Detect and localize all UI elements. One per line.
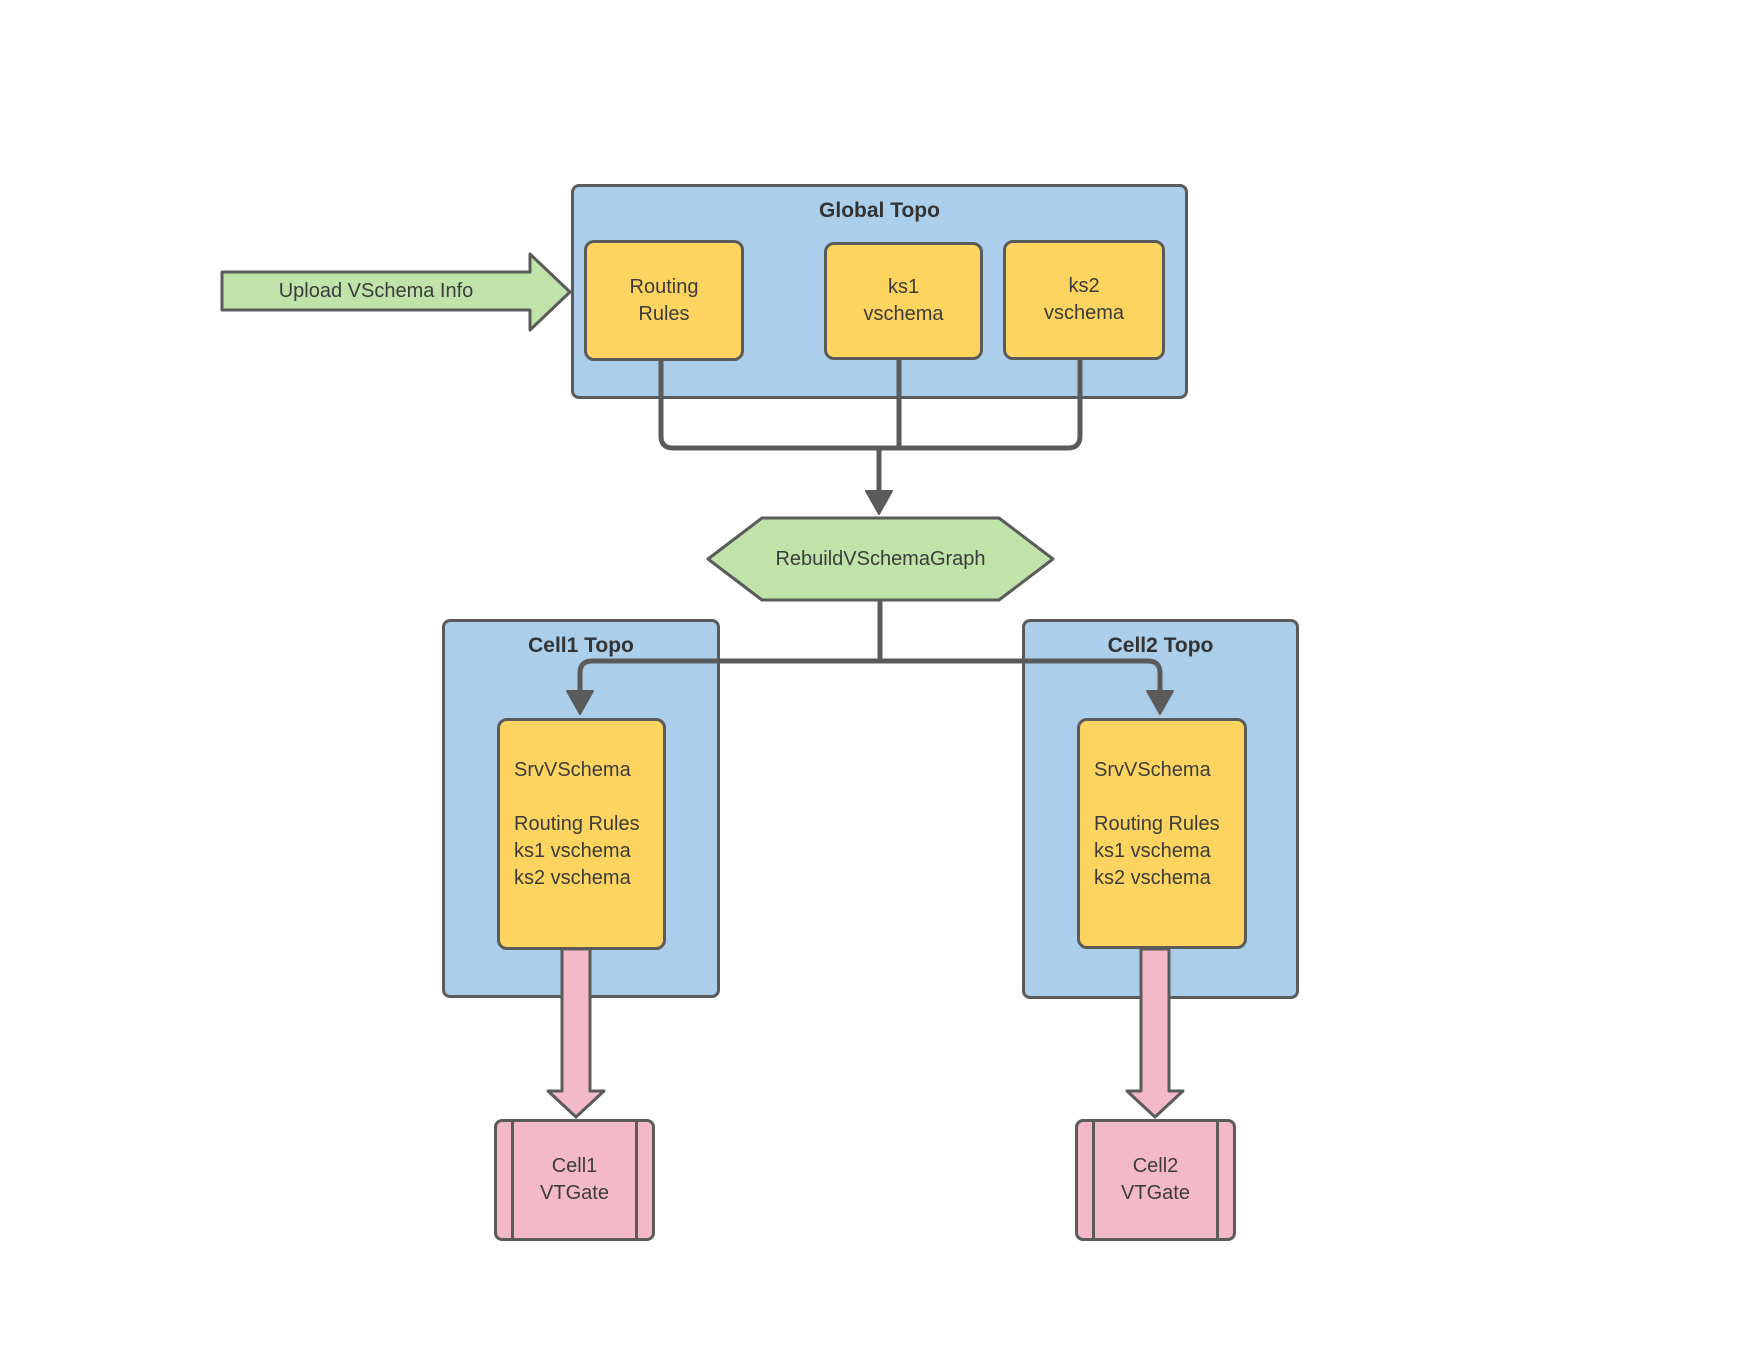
cell2-topo-container: Cell2 Topo SrvVSchema Routing Rules ks1 … [1022,619,1299,999]
arrowhead-to-rebuild [865,490,893,515]
cell2-srvvschema-node: SrvVSchema Routing Rules ks1 vschema ks2… [1077,718,1247,949]
routing-rules-node: Routing Rules [584,240,744,361]
vtgate-band-right [1216,1122,1219,1238]
vtgate-band-left [1092,1122,1095,1238]
cell1-srvvschema-node: SrvVSchema Routing Rules ks1 vschema ks2… [497,718,666,950]
cell1-topo-container: Cell1 Topo SrvVSchema Routing Rules ks1 … [442,619,720,998]
rebuild-hexagon-label: RebuildVSchemaGraph [775,547,986,570]
cell2-vtgate-label: Cell2 VTGate [1121,1155,1190,1204]
cell1-topo-title: Cell1 Topo [528,634,634,657]
upload-arrow-label: Upload VSchema Info [278,279,474,302]
global-topo-title: Global Topo [819,199,940,222]
ks1-vschema-node: ks1 vschema [824,242,983,360]
cell2-vtgate-node: Cell2 VTGate [1075,1119,1236,1241]
ks2-vschema-node: ks2 vschema [1003,240,1165,360]
cell2-topo-title: Cell2 Topo [1107,634,1214,657]
global-topo-container: Global Topo Routing Rules ks1 vschema ks… [571,184,1188,399]
vtgate-band-left [511,1122,514,1238]
cell1-vtgate-label: Cell1 VTGate [540,1155,609,1204]
cell1-vtgate-node: Cell1 VTGate [494,1119,655,1241]
vtgate-band-right [635,1122,638,1238]
